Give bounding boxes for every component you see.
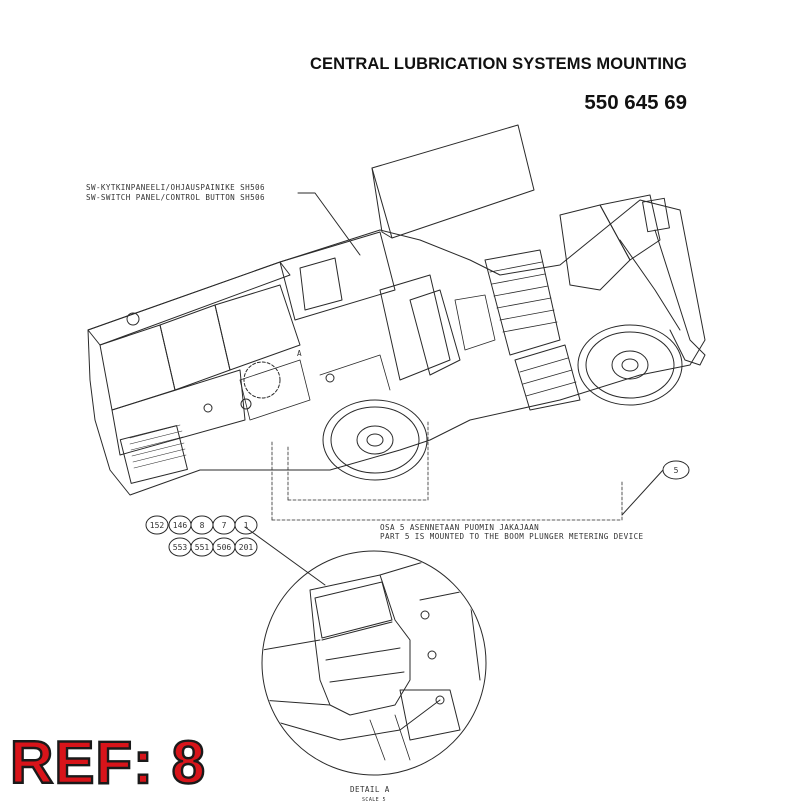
rear-wheel [322,399,428,481]
switch-leader [297,192,361,256]
drawing-title: CENTRAL LUBRICATION SYSTEMS MOUNTING [310,55,687,73]
detail-scale: SCALE 5 [362,797,386,803]
access-steps [484,249,561,356]
part5-balloon-label: 5 [674,466,679,475]
view-letter: A [297,349,302,358]
balloon-1: 1 [244,521,249,530]
balloon-506: 506 [217,543,232,552]
balloon-146: 146 [173,521,188,530]
balloon-152: 152 [150,521,165,530]
part5-callout-fi: OSA 5 ASENNETAAN PUOMIN JAKAJAAN [380,523,539,532]
machine-hull [87,199,706,496]
canopy [371,124,535,239]
part5-callout-en: PART 5 IS MOUNTED TO THE BOOM PLUNGER ME… [380,532,644,541]
front-wheel [577,324,683,406]
detail-leader [244,526,326,586]
part5-leader [621,469,664,516]
detail-label: DETAIL A [350,785,390,794]
detail-a-circle [261,550,487,776]
cooling-grille [119,425,188,484]
switch-callout-en: SW-SWITCH PANEL/CONTROL BUTTON SH506 [86,193,265,202]
balloon-row-1 [145,515,258,535]
balloon-7: 7 [222,521,227,530]
balloon-8: 8 [200,521,205,530]
ref-label: REF: 8 [9,729,207,796]
part-number: 550 645 69 [584,91,687,114]
balloon-553: 553 [173,543,188,552]
switch-callout-fi: SW-KYTKINPANEELI/OHJAUSPAINIKE SH506 [86,183,265,192]
balloon-551: 551 [195,543,210,552]
part5-balloon: 5 [662,460,690,480]
balloon-row-2 [168,537,258,557]
balloon-201: 201 [239,543,254,552]
